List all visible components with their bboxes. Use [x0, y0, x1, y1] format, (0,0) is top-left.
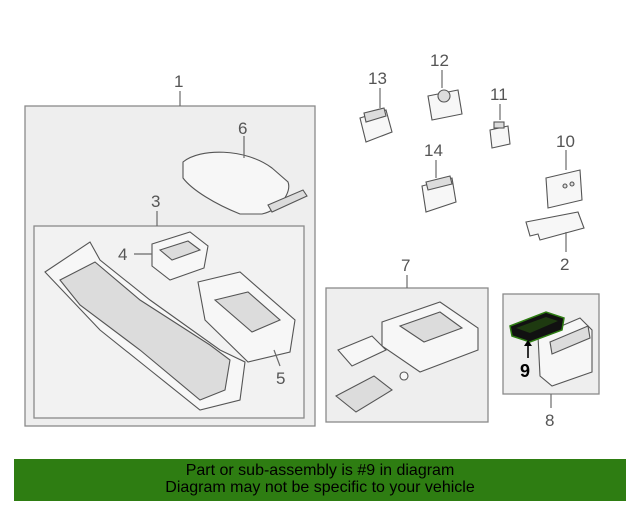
part-7-trim-piece[interactable] [337, 335, 387, 367]
console-assembly-group: 1 6 3 4 5 [24, 72, 316, 427]
part-3-console-body[interactable] [44, 241, 246, 411]
part-5-bracket[interactable] [197, 271, 296, 363]
callout-1[interactable]: 1 [174, 72, 183, 91]
part-8-group: 8 9 [502, 293, 600, 430]
callout-6[interactable]: 6 [238, 119, 247, 138]
callout-2[interactable]: 2 [560, 255, 569, 274]
shifter-trim-group: 7 [325, 256, 489, 423]
part-4-tray[interactable] [151, 231, 209, 281]
banner-line-2: Diagram may not be specific to your vehi… [165, 479, 475, 496]
callout-7[interactable]: 7 [401, 256, 410, 275]
callout-8[interactable]: 8 [545, 411, 554, 430]
info-banner: Part or sub-assembly is #9 in diagram Di… [14, 459, 626, 501]
part-9-highlighted[interactable] [509, 311, 565, 343]
callout-12[interactable]: 12 [430, 51, 449, 70]
part-6-armrest-lid[interactable] [182, 151, 308, 215]
part-7-bracket[interactable] [335, 371, 409, 413]
callout-13[interactable]: 13 [368, 69, 387, 88]
part-11-switch[interactable] [489, 121, 511, 149]
callout-9[interactable]: 9 [520, 361, 530, 381]
callout-3[interactable]: 3 [151, 192, 160, 211]
part-8-trim[interactable] [537, 317, 593, 387]
callout-4[interactable]: 4 [118, 245, 127, 264]
part-14-switch[interactable] [421, 175, 457, 213]
callout-14[interactable]: 14 [424, 141, 443, 160]
callout-5[interactable]: 5 [276, 369, 285, 388]
banner-line-1: Part or sub-assembly is #9 in diagram [185, 462, 455, 479]
callout-11[interactable]: 11 [490, 85, 508, 104]
part-12-switch[interactable] [427, 89, 463, 121]
part-10-panel[interactable] [545, 169, 583, 209]
callout-10[interactable]: 10 [556, 132, 575, 151]
part-13-switch[interactable] [359, 107, 393, 143]
part-2-bracket[interactable] [525, 211, 585, 241]
